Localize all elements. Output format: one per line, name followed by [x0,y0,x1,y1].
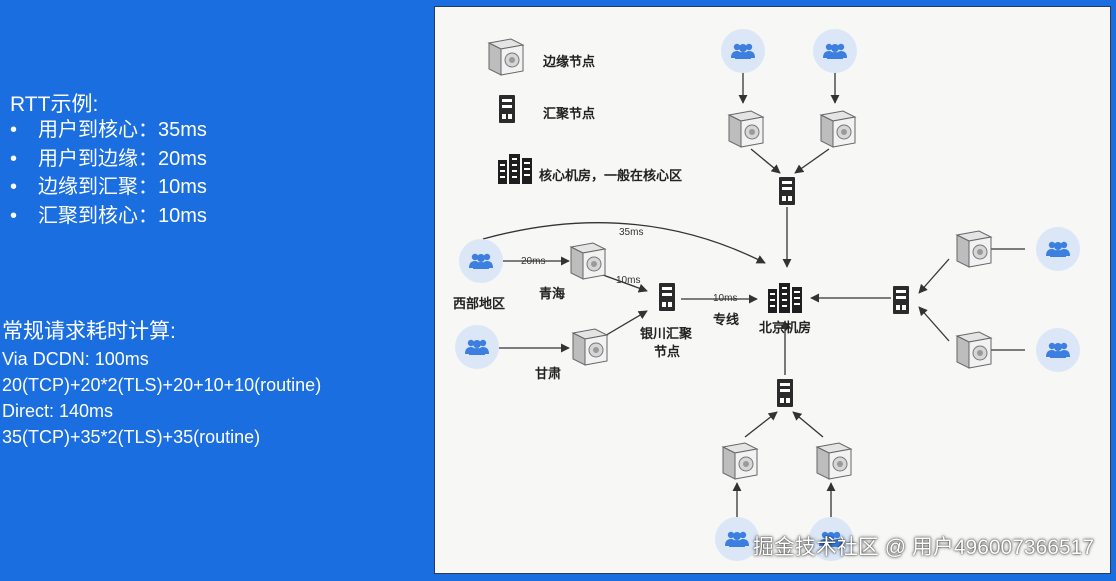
diagram-canvas [455,29,1080,561]
node-label-yinchuan: 银川汇聚 [640,326,693,341]
connector-line [918,258,950,294]
edge-server-icon [816,442,852,480]
legend-core-icon [498,154,532,184]
connector-line [918,306,950,342]
user-group-icon [813,29,857,73]
edge-server-icon [956,230,992,268]
calc-section: 常规请求耗时计算: Via DCDN: 100ms 20(TCP)+20*2(T… [2,318,321,450]
core-datacenter-icon [768,283,802,313]
list-item: •边缘到汇聚：10ms [10,176,207,198]
node-label-west: 西部地区 [453,296,506,311]
edge-server-icon [570,242,606,280]
node-label-gansu: 甘肃 [535,366,562,381]
legend-aggregate-icon [499,95,515,123]
line-label: 专线 [713,312,740,327]
list-item: •汇聚到核心：10ms [10,204,207,227]
connector-line [750,148,781,174]
edge-server-icon [722,442,758,480]
aggregate-server-icon [777,379,793,407]
rtt-title: RTT示例: [10,93,99,116]
legend-edge-label: 边缘节点 [543,54,596,69]
rtt-list: •用户到核心：35ms •用户到边缘：20ms •边缘到汇聚：10ms •汇聚到… [10,116,207,230]
calc-line: Direct: 140ms [2,401,114,421]
calc-line: 20(TCP)+20*2(TLS)+20+10+10(routine) [2,375,322,395]
user-group-icon [455,325,499,369]
legend-edge-icon [488,38,524,76]
user-group-icon [1036,227,1080,271]
watermark: 掘金技术社区 @ 用户496007366517 [752,536,1094,559]
node-label-qinghai: 青海 [539,286,566,301]
legend-aggregate-label: 汇聚节点 [543,106,596,121]
calc-line: 35(TCP)+35*2(TLS)+35(routine) [2,427,261,447]
network-diagram: 边缘节点 汇聚节点 核心机房，一般在核心区 西部地区 青海 甘肃 银川汇聚 节点… [434,6,1111,574]
user-group-icon [721,29,765,73]
latency-label: 20ms [521,256,546,267]
connector-line [602,310,648,338]
edge-server-icon [572,328,608,366]
aggregate-server-icon [893,286,909,314]
left-text-panel: RTT示例: •用户到核心：35ms •用户到边缘：20ms •边缘到汇聚：10… [0,0,432,581]
connector-line [602,274,648,293]
latency-label: 10ms [713,293,738,304]
node-label-beijing: 北京机房 [759,320,812,335]
edge-server-icon [728,110,764,148]
aggregate-server-icon [779,177,795,205]
user-group-icon [1036,328,1080,372]
connector-line [744,411,778,438]
connector-line [482,222,766,264]
legend-core-label: 核心机房，一般在核心区 [539,168,683,183]
latency-label: 35ms [619,227,644,238]
user-group-icon [459,239,503,283]
edge-server-icon [820,110,856,148]
connector-line [794,148,830,174]
edge-server-icon [956,331,992,369]
calc-line: Via DCDN: 100ms [2,349,149,369]
aggregate-server-icon [659,283,675,311]
list-item: •用户到核心：35ms [10,119,207,141]
calc-title: 常规请求耗时计算: [2,320,176,343]
connector-line [792,411,824,438]
list-item: •用户到边缘：20ms [10,147,207,170]
node-label-yinchuan-2: 节点 [654,344,681,359]
latency-label: 10ms [616,275,641,286]
